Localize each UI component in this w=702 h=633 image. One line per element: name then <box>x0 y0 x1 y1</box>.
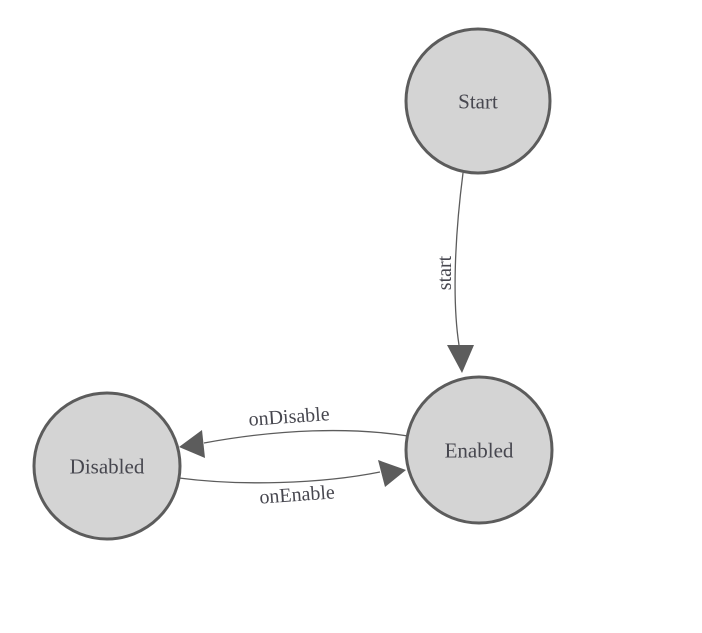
edge-line <box>178 471 381 484</box>
arrowhead-icon <box>378 460 406 487</box>
node-label: Enabled <box>445 438 514 462</box>
node-label: Start <box>458 89 498 113</box>
edge-label-ondisable: onDisable <box>248 403 331 431</box>
state-node-start: Start <box>404 27 552 175</box>
state-node-enabled: Enabled <box>404 375 554 525</box>
node-label: Disabled <box>70 454 145 478</box>
state-node-disabled: Disabled <box>32 391 182 541</box>
edge-enabled-to-disabled: onDisable <box>179 403 409 458</box>
arrowhead-icon <box>179 430 205 458</box>
edge-start-to-enabled: start <box>434 172 474 373</box>
edge-line <box>454 172 464 346</box>
node-circle <box>32 391 182 541</box>
node-circle <box>404 27 552 175</box>
edge-line <box>203 429 409 444</box>
arrowhead-icon <box>447 345 474 373</box>
node-circle <box>404 375 554 525</box>
edge-disabled-to-enabled: onEnable <box>178 460 406 509</box>
edge-label-onenable: onEnable <box>259 481 336 508</box>
edge-label-start: start <box>434 255 456 290</box>
